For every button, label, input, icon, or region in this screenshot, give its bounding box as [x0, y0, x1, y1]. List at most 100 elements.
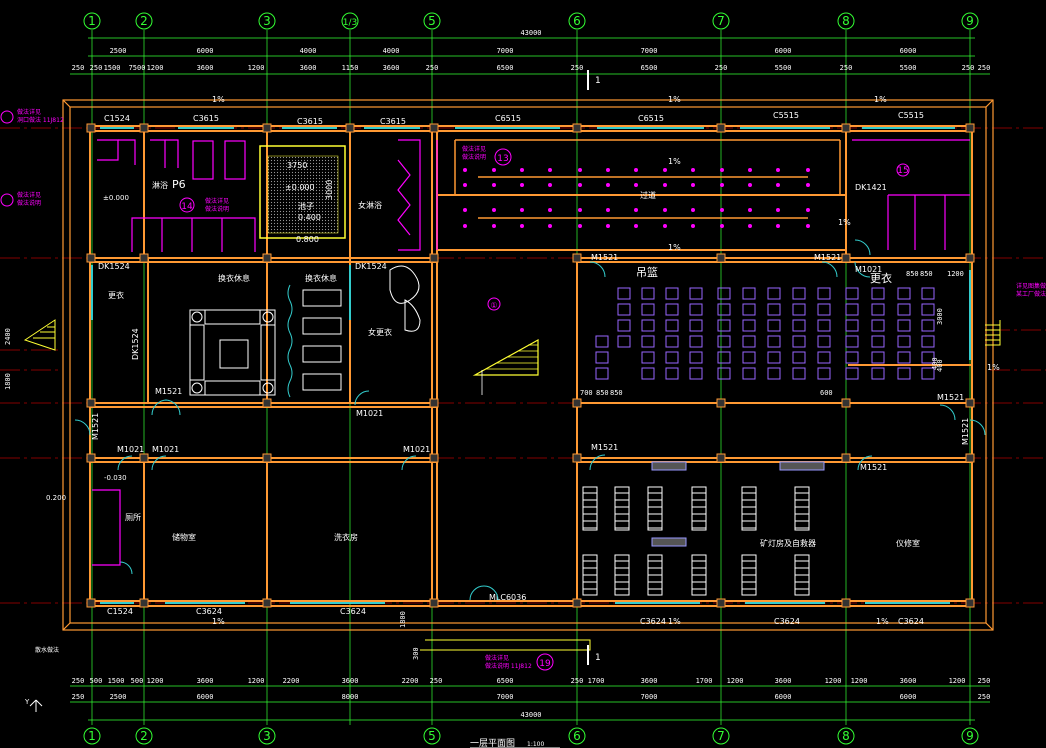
lamp-rack-cell: [817, 319, 831, 332]
slope-label: 1%: [212, 617, 225, 626]
lamp-rack-cell: [617, 319, 631, 332]
doors: [74, 239, 986, 601]
annotation-text: 做法详见: [17, 191, 41, 199]
room-name: 换衣休息: [305, 273, 337, 283]
lamp-rack-cell: [871, 287, 885, 300]
slope-label: 1%: [668, 95, 681, 104]
shower-heads: [463, 168, 810, 228]
dim-top2: 250: [90, 64, 103, 72]
axis-label-top: 3: [263, 14, 271, 28]
slope-label: 1%: [874, 95, 887, 104]
dim-bottom: 1700: [588, 677, 605, 685]
dim-bottom: 3600: [342, 677, 359, 685]
room-name: 女更衣: [368, 327, 392, 337]
slope-label: 1%: [212, 95, 225, 104]
lamp-rack-cell: [897, 303, 911, 316]
door-label: M1521: [91, 413, 100, 440]
lamp-rack-cell: [897, 335, 911, 348]
window-label: C5515: [773, 111, 799, 120]
room-name: 更衣: [870, 271, 892, 285]
dim-bottom2: 250: [72, 693, 85, 701]
dim-bottom2: 6000: [775, 693, 792, 701]
lamp-rack-cell: [717, 319, 731, 332]
dim-top2: 250: [978, 64, 991, 72]
lamp-rack-cell: [742, 351, 756, 364]
dim-top: 6000: [197, 47, 214, 55]
slope-label: 1%: [876, 617, 889, 626]
dim-top: 2500: [110, 47, 127, 55]
lamp-rack-cell: [921, 367, 935, 380]
lamp-rack-cell: [641, 351, 655, 364]
pool: [259, 145, 346, 239]
door-label: M1521: [860, 463, 887, 472]
annotation-number: 13: [497, 154, 508, 164]
annotation-text: 做法说明: [17, 199, 41, 207]
lamp-rack-cell: [689, 287, 703, 300]
window-label: C3624: [196, 607, 222, 616]
axis-label-top: 6: [573, 14, 581, 28]
window-label: C3624: [340, 607, 366, 616]
dim-bottom: 250: [978, 677, 991, 685]
annotation-text: 洞口做法 11J812: [17, 116, 64, 124]
dim-bottom: 2200: [283, 677, 300, 685]
dim-left: 2400: [4, 328, 12, 345]
drawing-title: 一层平面图: [470, 738, 515, 748]
lamp-rack-cell: [689, 351, 703, 364]
window-label: C3624: [640, 617, 666, 626]
door-label: M1521: [591, 253, 618, 262]
structural-columns: [86, 123, 975, 608]
dim-top2: 6500: [497, 64, 514, 72]
dim-bottom: 6500: [497, 677, 514, 685]
annotation-text: 做法说明 11J812: [485, 662, 532, 670]
dim-top: 4000: [383, 47, 400, 55]
lamp-rack-cell: [792, 367, 806, 380]
room-name: 仪修室: [896, 538, 920, 548]
lamp-rack-cell: [717, 287, 731, 300]
room-name: 女淋浴: [358, 200, 382, 210]
lamp-rack-cell: [742, 335, 756, 348]
bath-fixtures: [92, 139, 970, 566]
lamp-rack-cell: [845, 287, 859, 300]
room-name: 更衣: [108, 290, 124, 300]
stair-dim: 3750: [287, 161, 307, 170]
annotation-number: 15: [897, 166, 908, 176]
door-label: M1021: [152, 445, 179, 454]
top-dimension-chain: [70, 37, 990, 75]
dim-top2: 3600: [197, 64, 214, 72]
axis-label-bottom: 8: [842, 729, 850, 743]
axis-label-top: 2: [140, 14, 148, 28]
door-label: DK1421: [855, 183, 887, 192]
room-name: 洗衣房: [334, 532, 358, 542]
bottom-dimension-chain: [70, 685, 990, 721]
window-label: C6515: [638, 114, 664, 123]
lamp-rack-cell: [641, 303, 655, 316]
dim-top2: 250: [715, 64, 728, 72]
lamp-shelf: [691, 486, 707, 531]
lamp-rack-cell: [767, 319, 781, 332]
lamp-rack-cell: [897, 367, 911, 380]
dim-small: 600: [820, 389, 833, 397]
annotation-text: 做法详见: [17, 108, 41, 116]
lamp-rack-cell: [817, 303, 831, 316]
window-label: C6515: [495, 114, 521, 123]
dim-top: 6000: [900, 47, 917, 55]
lamp-shelf: [647, 486, 663, 531]
dim-top2: 3600: [300, 64, 317, 72]
lamp-rack-cell: [792, 335, 806, 348]
lamp-rack-cell: [742, 367, 756, 380]
dim-bottom: 2200: [402, 677, 419, 685]
slope-label: 1%: [668, 243, 681, 252]
lamp-shelf: [582, 486, 598, 531]
lamp-rack-cell: [767, 351, 781, 364]
lamp-rack-cell: [595, 335, 609, 348]
window-label: C1524: [107, 607, 133, 616]
dim-top2: 5500: [900, 64, 917, 72]
lamp-rack-cell: [845, 351, 859, 364]
door-label: M1021: [855, 265, 882, 274]
dim-bottom2: 250: [978, 693, 991, 701]
section-mark: 1: [595, 653, 601, 663]
lamp-rack-cell: [767, 335, 781, 348]
slope-label: 1%: [668, 157, 681, 166]
dim-bottom: 500: [90, 677, 103, 685]
dim-bottom: 3600: [775, 677, 792, 685]
